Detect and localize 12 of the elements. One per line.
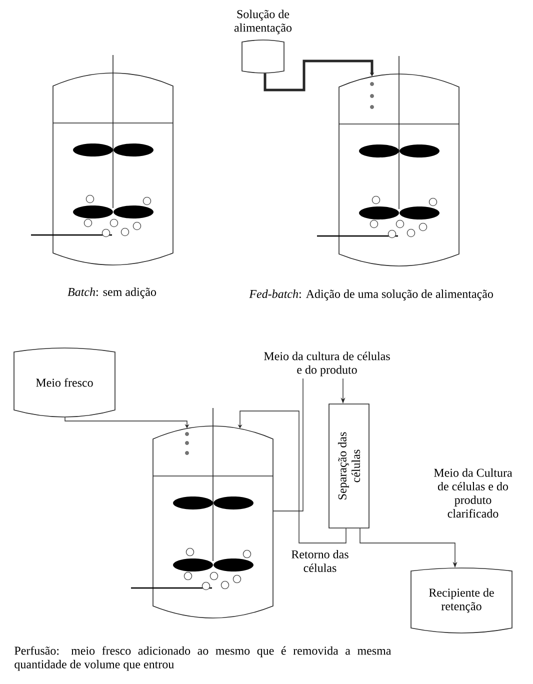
- vessel-label: Perfusão: meio fresco adicionado ao mesmo que é removida a mesma quantidade de volume que entrou: [14, 646, 392, 671]
- stream-label: Meio da cultura de células e do produto: [264, 352, 390, 376]
- edge-label: Meio da Cultura de células e do produto clarificado: [432, 467, 514, 519]
- pipe-line: [272, 378, 304, 512]
- vessel-label: Fed-batch: Adição de uma solução de alimentação: [249, 290, 493, 300]
- tank: Meio fresco: [14, 348, 116, 418]
- separator-column: Separação das células: [328, 404, 370, 528]
- arrow: [264, 60, 374, 92]
- edge-label: Retorno das células: [285, 548, 355, 574]
- tank: Recipiente de retenção: [410, 568, 512, 634]
- vessel-label: Batch: sem adição: [68, 288, 156, 298]
- tank-label: Solução de alimentação: [234, 10, 292, 34]
